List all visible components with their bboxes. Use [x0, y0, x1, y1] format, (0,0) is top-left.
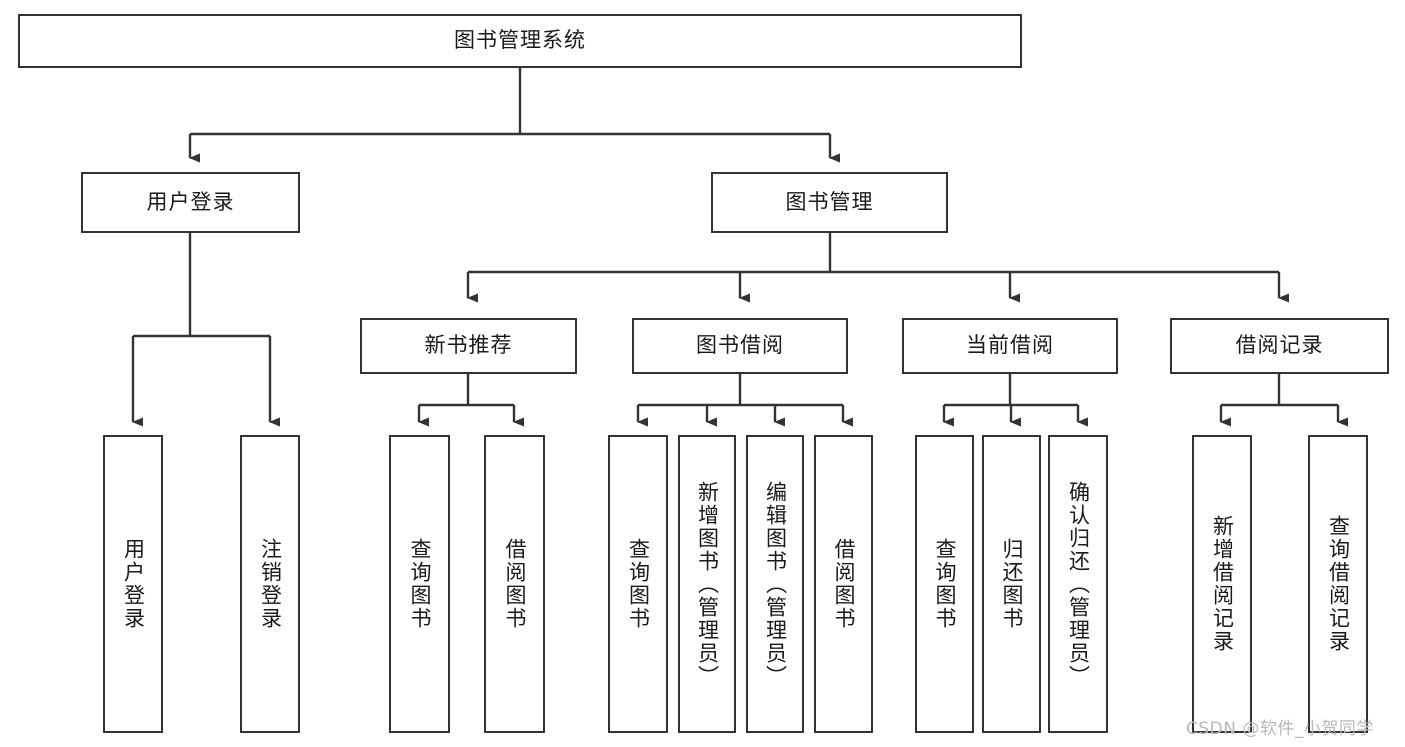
- node-label: 归还图书: [999, 538, 1024, 630]
- node-label: 图书借阅: [696, 333, 784, 358]
- node-label: 当前借阅: [966, 333, 1054, 358]
- node-label: 用户登录: [121, 538, 146, 630]
- node-book-borrowing[interactable]: 图书借阅: [632, 318, 848, 374]
- node-new-book-recommendation[interactable]: 新书推荐: [360, 318, 577, 374]
- node-label: 图书管理系统: [454, 28, 586, 53]
- node-label: 借阅图书: [502, 538, 527, 630]
- node-label: 查询图书: [626, 538, 651, 630]
- node-label: 图书管理: [785, 189, 874, 214]
- leaf-add-book-admin[interactable]: 新增图书（管理员）: [678, 435, 736, 733]
- node-root-book-management-system[interactable]: 图书管理系统: [18, 14, 1022, 68]
- node-label: 新增借阅记录: [1210, 515, 1235, 653]
- leaf-query-borrow-record[interactable]: 查询借阅记录: [1308, 435, 1368, 733]
- node-label: 查询图书: [932, 538, 957, 630]
- leaf-confirm-return-admin[interactable]: 确认归还（管理员）: [1048, 435, 1108, 733]
- leaf-logout[interactable]: 注销登录: [240, 435, 300, 733]
- node-label: 注销登录: [258, 538, 283, 630]
- node-label: 新书推荐: [424, 333, 513, 358]
- watermark-text: CSDN @软件_小贺同学: [1186, 719, 1374, 739]
- leaf-borrow-book[interactable]: 借阅图书: [814, 435, 873, 733]
- leaf-query-books-current[interactable]: 查询图书: [915, 435, 974, 733]
- leaf-edit-book-admin[interactable]: 编辑图书（管理员）: [746, 435, 804, 733]
- node-label: 借阅记录: [1235, 333, 1324, 358]
- node-label: 确认归还（管理员）: [1066, 480, 1091, 688]
- node-label: 查询图书: [407, 538, 432, 630]
- leaf-query-books-rec[interactable]: 查询图书: [389, 435, 450, 733]
- leaf-query-books-borrow[interactable]: 查询图书: [608, 435, 668, 733]
- node-label: 编辑图书（管理员）: [763, 480, 788, 688]
- leaf-return-book[interactable]: 归还图书: [982, 435, 1041, 733]
- leaf-add-borrow-record[interactable]: 新增借阅记录: [1192, 435, 1252, 733]
- node-label: 查询借阅记录: [1326, 515, 1351, 653]
- node-label: 用户登录: [146, 189, 235, 214]
- leaf-user-login[interactable]: 用户登录: [103, 435, 163, 733]
- node-book-management[interactable]: 图书管理: [711, 172, 948, 233]
- leaf-borrow-books-rec[interactable]: 借阅图书: [484, 435, 545, 733]
- node-borrow-records[interactable]: 借阅记录: [1170, 318, 1389, 374]
- node-user-login[interactable]: 用户登录: [81, 172, 300, 233]
- node-current-borrowing[interactable]: 当前借阅: [902, 318, 1118, 374]
- node-label: 借阅图书: [831, 538, 856, 630]
- node-label: 新增图书（管理员）: [695, 480, 720, 688]
